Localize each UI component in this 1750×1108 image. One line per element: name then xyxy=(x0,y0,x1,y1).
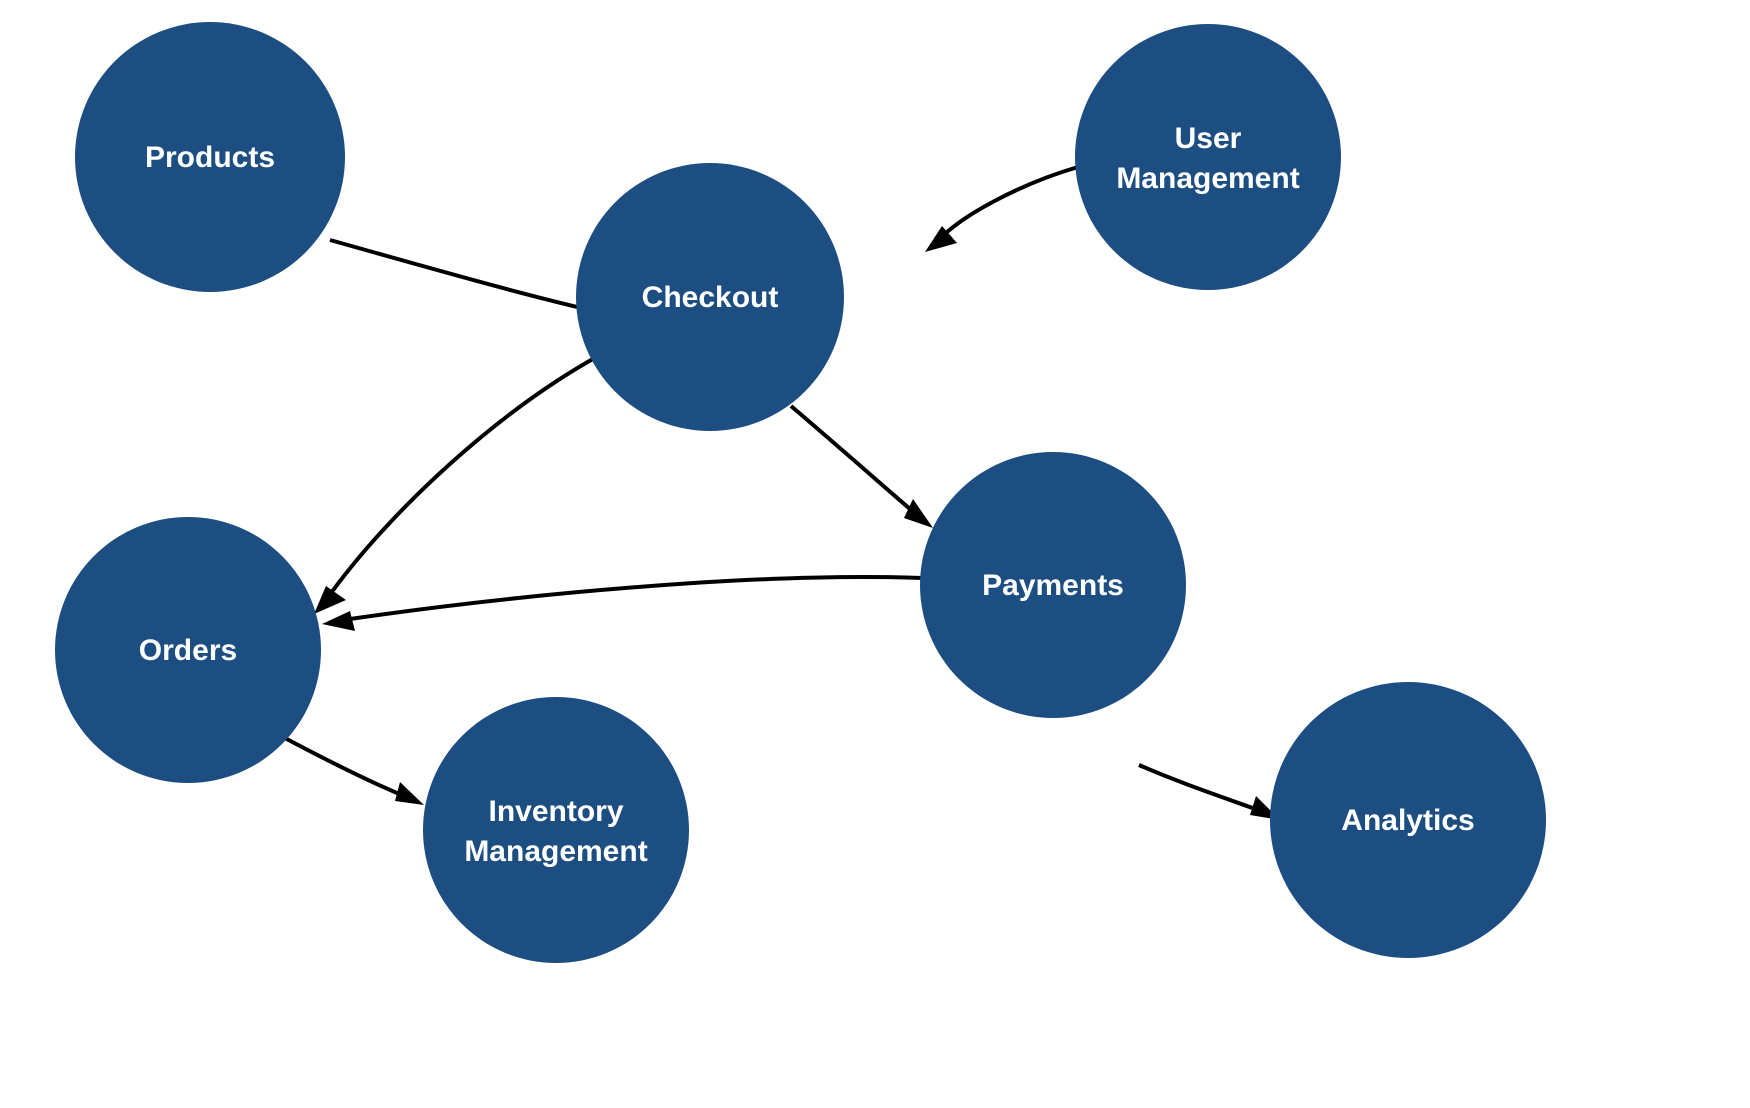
node-products[interactable]: Products xyxy=(75,22,345,292)
node-inventory-management[interactable]: Inventory Management xyxy=(423,697,689,963)
edge-path-user-management-to-checkout xyxy=(936,165,1079,243)
node-circle-orders[interactable] xyxy=(55,517,321,783)
arrowhead-checkout-to-payments xyxy=(904,499,933,528)
edge-path-payments-to-orders xyxy=(342,575,923,622)
node-orders[interactable]: Orders xyxy=(55,517,321,783)
edge-payments-to-analytics[interactable] xyxy=(1138,763,1280,820)
edge-path-checkout-to-orders xyxy=(324,353,601,602)
edge-user-management-to-checkout[interactable] xyxy=(925,165,1079,252)
edge-path-checkout-to-payments xyxy=(789,404,919,517)
edge-orders-to-inventory[interactable] xyxy=(280,734,424,805)
edge-path-payments-to-analytics xyxy=(1138,763,1259,812)
edge-path-orders-to-inventory xyxy=(280,734,405,798)
node-circle-inventory-management[interactable] xyxy=(423,697,689,963)
node-circle-products[interactable] xyxy=(75,22,345,292)
node-layer: Products Checkout User Management Orders xyxy=(55,22,1546,963)
node-circle-user-management[interactable] xyxy=(1075,24,1341,290)
arrowhead-checkout-to-orders xyxy=(314,586,346,614)
node-payments[interactable]: Payments xyxy=(920,452,1186,718)
edge-checkout-to-payments[interactable] xyxy=(789,404,933,528)
node-checkout[interactable]: Checkout xyxy=(576,163,844,431)
arrowhead-payments-to-orders xyxy=(322,611,355,631)
node-circle-checkout[interactable] xyxy=(576,163,844,431)
edge-payments-to-orders[interactable] xyxy=(322,575,923,631)
edge-checkout-to-orders[interactable] xyxy=(314,353,601,614)
arrowhead-user-management-to-checkout xyxy=(925,226,957,252)
node-user-management[interactable]: User Management xyxy=(1075,24,1341,290)
node-analytics[interactable]: Analytics xyxy=(1270,682,1546,958)
node-circle-payments[interactable] xyxy=(920,452,1186,718)
node-circle-analytics[interactable] xyxy=(1270,682,1546,958)
arrowhead-orders-to-inventory xyxy=(395,782,424,805)
